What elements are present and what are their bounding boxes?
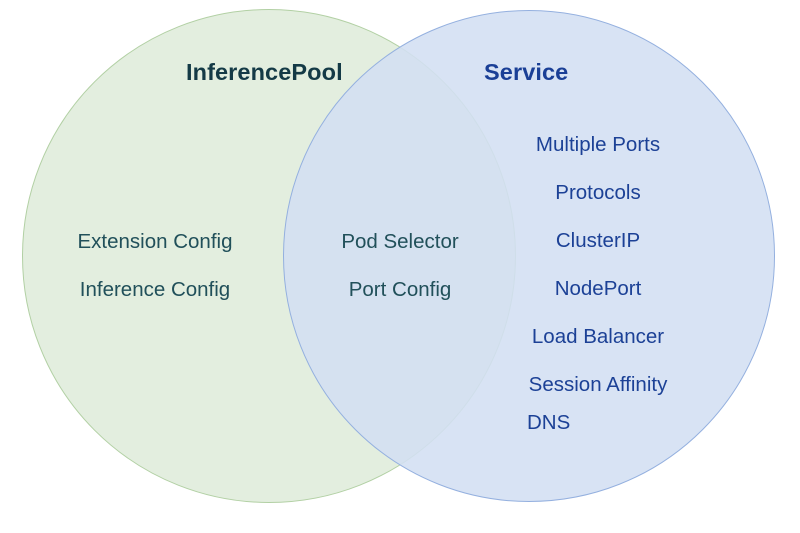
service-title: Service <box>484 59 569 85</box>
list-item-inference-config: Inference Config <box>79 278 231 301</box>
inferencepool-title: InferencePool <box>186 59 343 85</box>
list-item-dns: DNS <box>527 411 571 434</box>
list-item-extension-config: Extension Config <box>77 230 233 253</box>
list-item-nodeport: NodePort <box>554 277 642 300</box>
list-item-protocols: Protocols <box>555 181 641 204</box>
list-item-clusterip: ClusterIP <box>555 229 641 252</box>
list-item-load-balancer: Load Balancer <box>531 325 665 348</box>
list-item-port-config: Port Config <box>348 278 452 301</box>
list-item-session-affinity: Session Affinity <box>528 373 668 396</box>
list-item-multiple-ports: Multiple Ports <box>535 133 661 156</box>
service-circle <box>283 10 775 502</box>
list-item-pod-selector: Pod Selector <box>341 230 459 253</box>
